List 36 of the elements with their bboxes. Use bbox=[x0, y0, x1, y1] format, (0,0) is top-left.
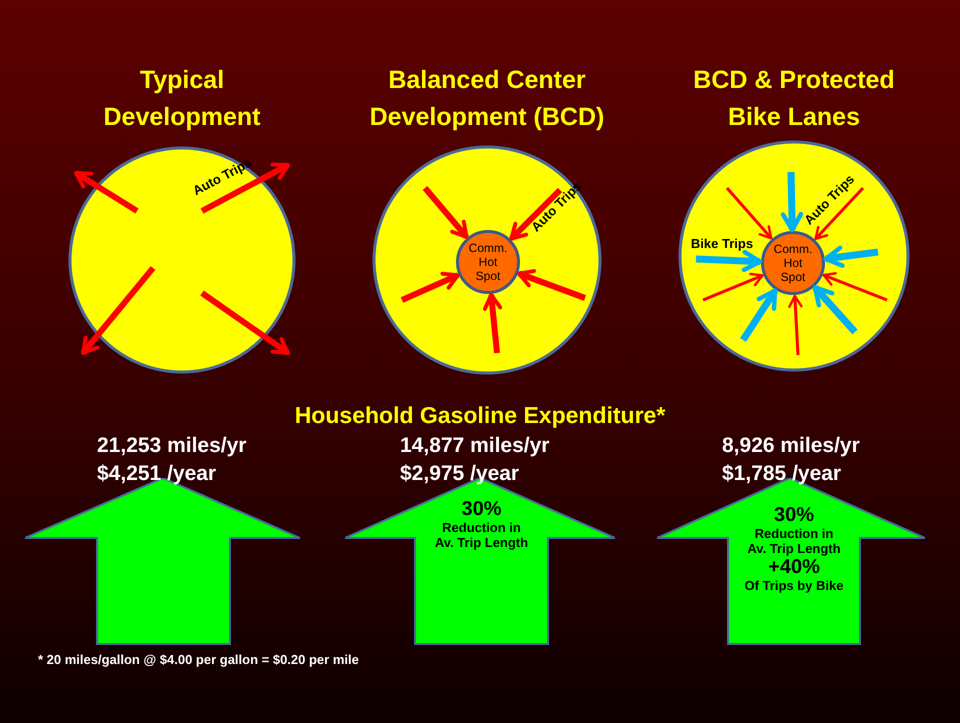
expenditure-text: 21,253 miles/yr bbox=[97, 433, 246, 459]
arrow-label: Auto Trips bbox=[190, 154, 254, 198]
percentage-text: +40% bbox=[767, 556, 821, 578]
hot-spot-label: Comm. Hot Spot bbox=[468, 241, 508, 283]
expenditure-text: $2,975 /year bbox=[400, 461, 520, 487]
percentage-text: 30% bbox=[772, 504, 816, 526]
arrow bbox=[812, 285, 858, 334]
expenditure-text: 14,877 miles/yr bbox=[400, 433, 550, 459]
expenditure-text: $1,785 /year bbox=[722, 461, 842, 487]
expenditure-text: $4,251 /year bbox=[97, 461, 216, 487]
hot-spot-label: Comm. Hot Spot bbox=[772, 242, 814, 284]
panel-heading: Balanced Center Development (BCD) bbox=[368, 65, 606, 133]
arrow bbox=[482, 292, 502, 354]
footnote: * 20 miles/gallon @ $4.00 per gallon = $0.20 per mile bbox=[38, 652, 359, 667]
arrow bbox=[696, 250, 762, 272]
arrow bbox=[823, 246, 878, 268]
panel-heading: Typical Development bbox=[102, 65, 262, 133]
arrow bbox=[788, 294, 803, 356]
arrow bbox=[516, 269, 586, 301]
arrow bbox=[814, 186, 864, 240]
arrow bbox=[822, 272, 888, 302]
edge-label: Bike Trips bbox=[690, 236, 754, 250]
description-text: Reduction in Av. Trip Length bbox=[746, 526, 842, 556]
expenditure-text: 8,926 miles/yr bbox=[722, 433, 860, 459]
arrow bbox=[509, 188, 562, 241]
arrow bbox=[422, 186, 469, 239]
percentage-text: 30% bbox=[460, 498, 503, 520]
arrow bbox=[740, 288, 778, 342]
arrow bbox=[780, 172, 804, 232]
arrow bbox=[702, 272, 764, 302]
panel-heading: BCD & Protected Bike Lanes bbox=[692, 65, 896, 133]
arrow bbox=[400, 272, 460, 303]
description-text: Reduction in Av. Trip Length bbox=[434, 520, 530, 550]
description-text: Of Trips by Bike bbox=[744, 578, 844, 593]
section-heading: Household Gasoline Expenditure* bbox=[294, 401, 666, 430]
arrow bbox=[726, 187, 772, 240]
